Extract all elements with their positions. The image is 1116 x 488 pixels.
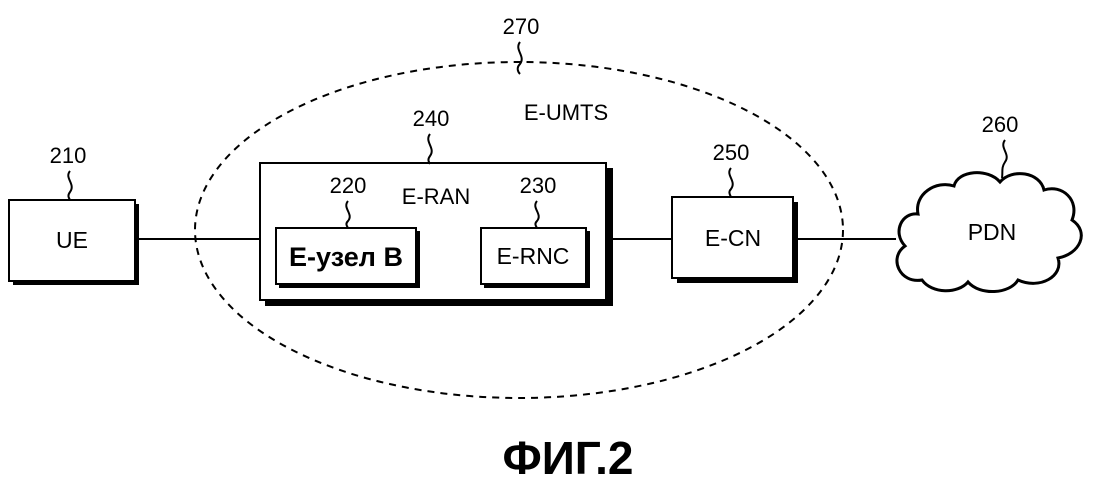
- e-rnc-box: [480, 227, 587, 285]
- e-umts-label: E-UMTS: [524, 100, 608, 125]
- ref-220: 220: [330, 173, 367, 198]
- e-cn-box: [671, 196, 794, 279]
- figure-caption: ФИГ.2: [502, 432, 633, 484]
- e-node-b-box: [275, 227, 417, 285]
- leader-230: [534, 200, 540, 229]
- leader-220: [345, 200, 351, 229]
- e-rnc-label: E-RNC: [497, 243, 570, 269]
- ref-260: 260: [982, 112, 1019, 137]
- e-node-b-label: E-узел B: [289, 242, 403, 272]
- ue-label: UE: [56, 227, 88, 253]
- leader-210: [67, 170, 73, 201]
- pdn-label: PDN: [968, 219, 1017, 245]
- ref-270: 270: [503, 14, 540, 39]
- leader-250: [728, 167, 734, 198]
- ref-210: 210: [50, 143, 87, 168]
- ue-box: [8, 199, 136, 282]
- pdn-cloud: [895, 171, 1083, 294]
- ref-250: 250: [713, 140, 750, 165]
- e-umts-boundary: [194, 61, 844, 399]
- ref-240: 240: [413, 106, 450, 131]
- e-cn-label: E-CN: [705, 225, 761, 251]
- ref-230: 230: [520, 173, 557, 198]
- leader-240: [427, 133, 433, 165]
- e-ran-label: E-RAN: [402, 184, 470, 209]
- leader-270: [516, 41, 523, 75]
- leader-260: [1001, 139, 1008, 179]
